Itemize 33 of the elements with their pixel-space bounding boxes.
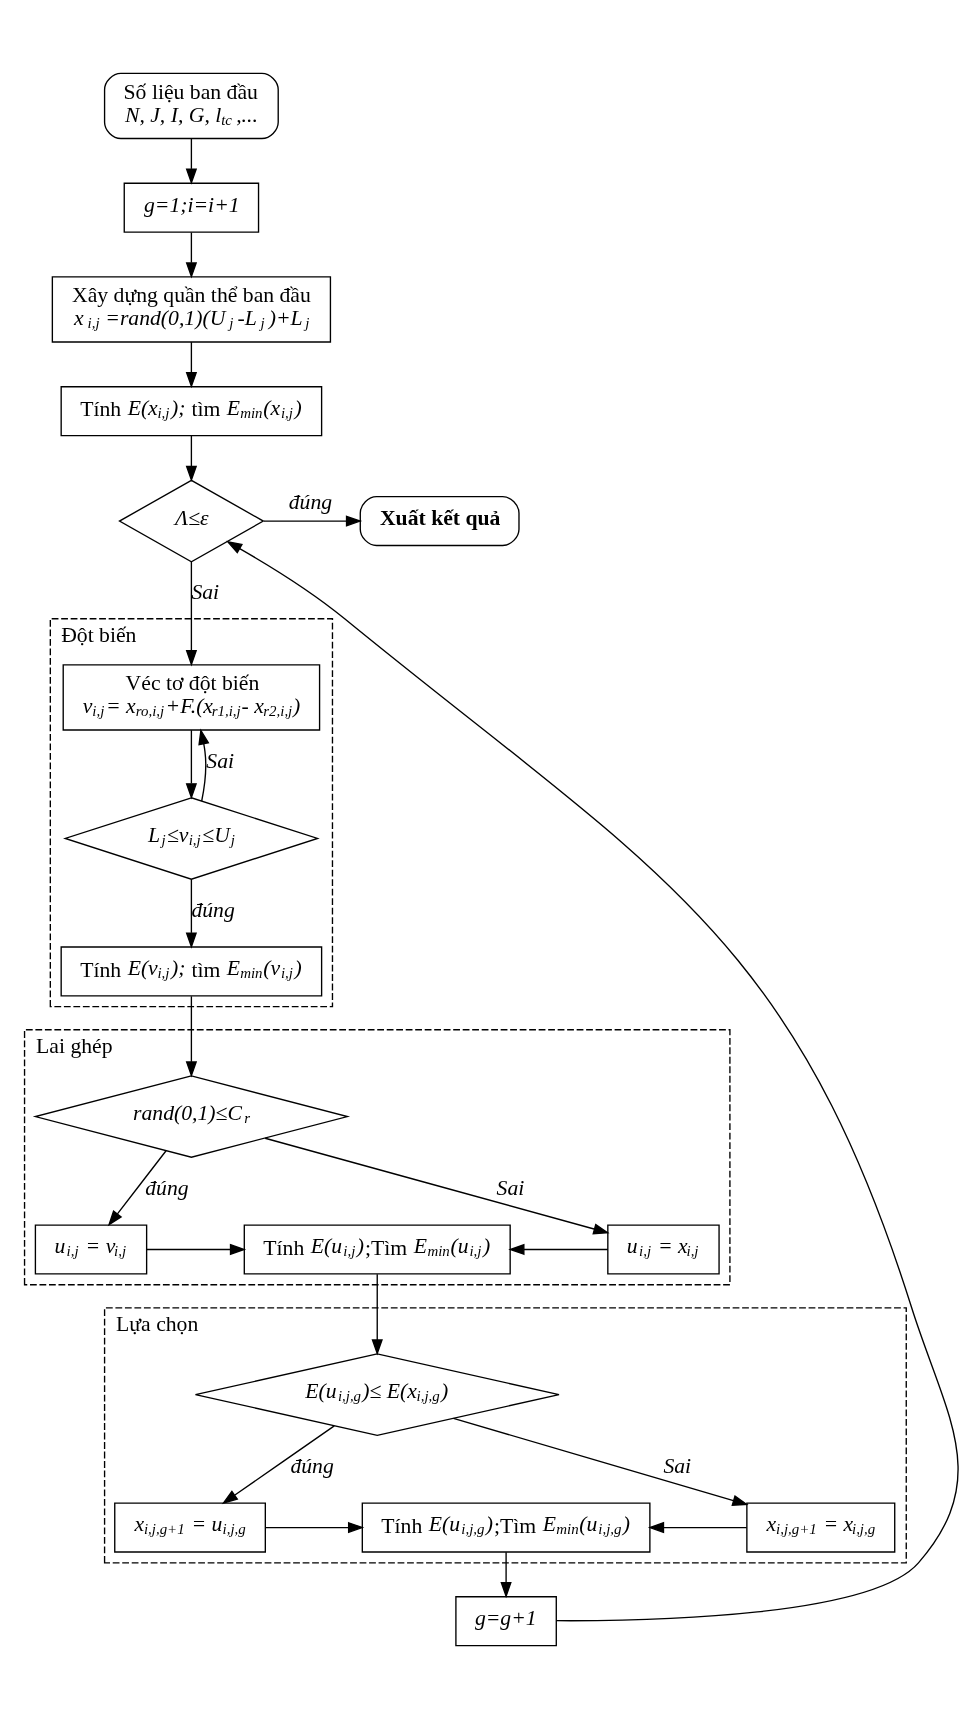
- arrow: [185, 560, 198, 666]
- edge-label: đúng: [290, 1453, 334, 1478]
- arrow: [185, 231, 198, 279]
- node-diamond: Λ≤ε: [118, 479, 265, 563]
- edge-label: đúng: [288, 489, 333, 514]
- node-box: g=g+1: [455, 1595, 557, 1646]
- edge-label: Sai: [496, 1175, 525, 1200]
- arrow: [146, 1243, 247, 1255]
- arrow: [371, 1273, 383, 1356]
- arrow: [185, 995, 198, 1078]
- arrow: [500, 1551, 512, 1598]
- arrow: [647, 1521, 748, 1533]
- arrow: [264, 1137, 610, 1234]
- node-box: g=1;i=i+1: [123, 182, 260, 233]
- arrow: [185, 340, 198, 388]
- node-box: Xuất kết quả: [359, 495, 520, 546]
- arrow: [226, 540, 959, 1621]
- arrow: [185, 137, 198, 185]
- edge-label: đúng: [145, 1175, 189, 1200]
- edge-label: Sai: [206, 748, 235, 773]
- arrow: [263, 514, 363, 527]
- arrow: [452, 1417, 749, 1506]
- arrow: [185, 434, 198, 482]
- edge-label: Sai: [663, 1453, 692, 1478]
- edge-label: đúng: [191, 897, 235, 922]
- arrow: [508, 1243, 609, 1255]
- arrow: [185, 878, 198, 949]
- arrow: [107, 1149, 167, 1226]
- arrow: [264, 1521, 365, 1533]
- edge-label: Sai: [191, 579, 220, 604]
- arrow: [198, 727, 210, 802]
- arrow: [221, 1424, 335, 1504]
- arrow: [185, 729, 198, 799]
